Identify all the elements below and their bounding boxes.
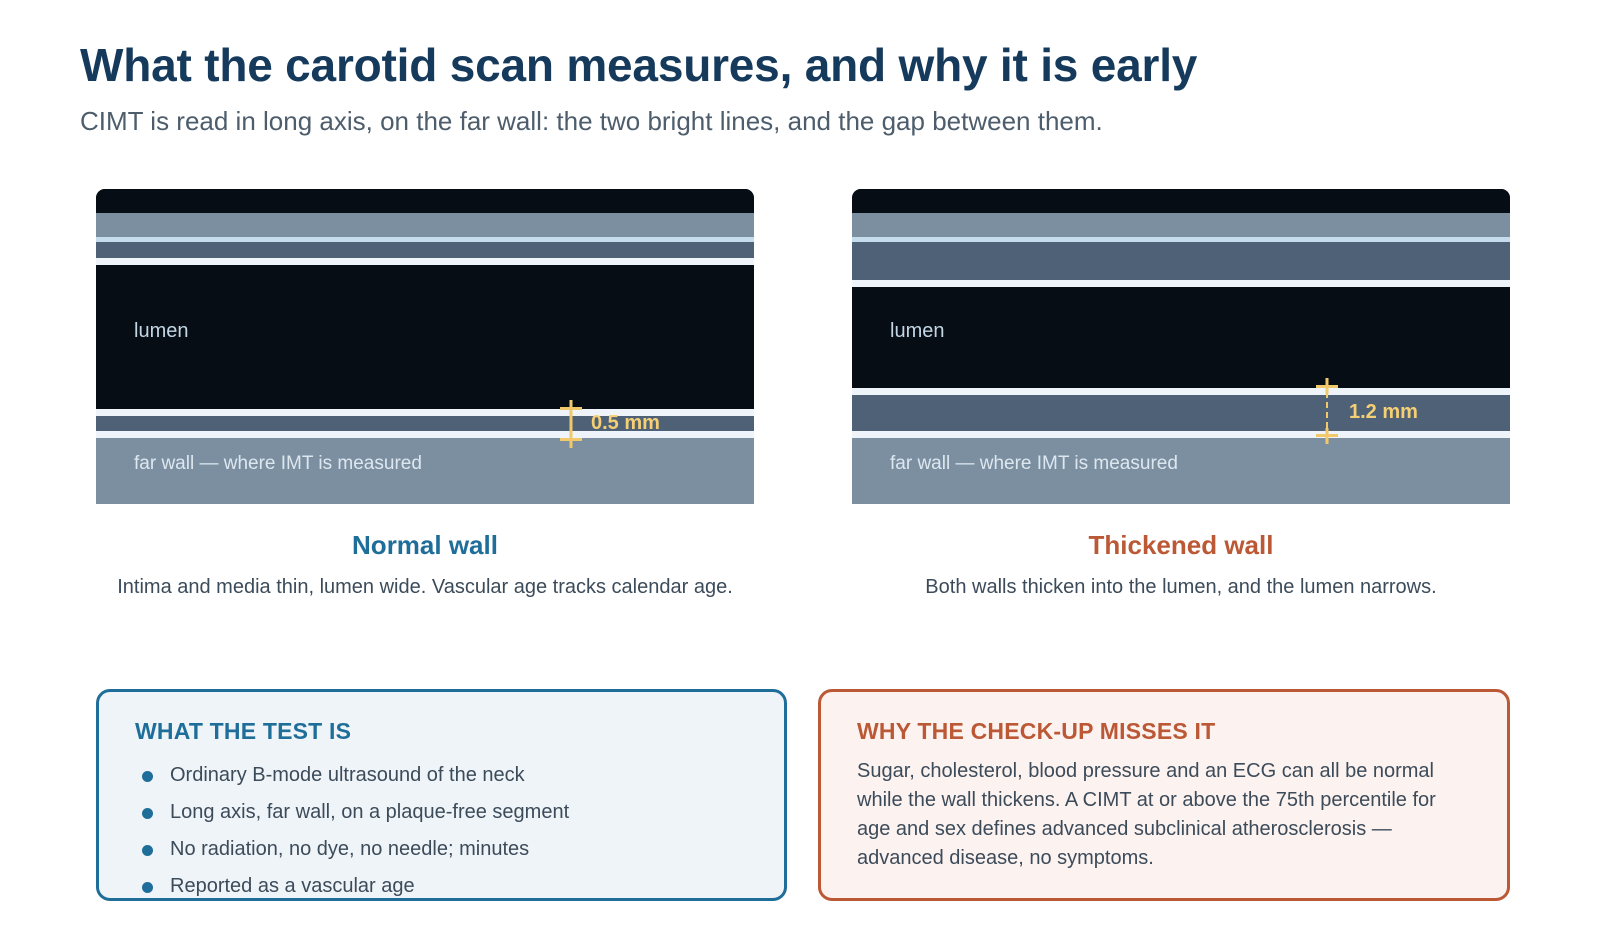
far-wall-media bbox=[96, 416, 754, 431]
far-wall-media bbox=[852, 395, 1510, 431]
bullet-icon bbox=[142, 845, 153, 856]
near-wall-media bbox=[96, 242, 754, 258]
caliper-dashed-line bbox=[1326, 392, 1328, 428]
caliper-bottom-cross bbox=[569, 432, 573, 448]
bullet-icon bbox=[142, 882, 153, 893]
why-checkup-misses-box: WHY THE CHECK-UP MISSES IT Sugar, choles… bbox=[818, 689, 1510, 901]
thickened-scan-image: lumen far wall — where IMT is measured 1… bbox=[852, 189, 1510, 504]
bullet-icon bbox=[142, 808, 153, 819]
list-item: Long axis, far wall, on a plaque-free se… bbox=[135, 794, 748, 831]
miss-box-text: Sugar, cholesterol, blood pressure and a… bbox=[857, 760, 1436, 869]
near-wall-media bbox=[852, 242, 1510, 280]
caliper-top-tick bbox=[560, 407, 582, 410]
far-wall-tissue bbox=[96, 438, 754, 504]
far-wall-label: far wall — where IMT is measured bbox=[134, 453, 422, 474]
miss-box-heading: WHY THE CHECK-UP MISSES IT bbox=[857, 718, 1216, 744]
normal-wall-panel: lumen far wall — where IMT is measured 0… bbox=[96, 189, 754, 602]
caliper-bottom-cross bbox=[1325, 428, 1329, 444]
page-subtitle: CIMT is read in long axis, on the far wa… bbox=[80, 106, 1103, 136]
lumen-label: lumen bbox=[890, 320, 945, 342]
list-item-text: Ordinary B-mode ultrasound of the neck bbox=[170, 764, 525, 786]
list-item: Reported as a vascular age bbox=[135, 868, 748, 905]
what-the-test-is-box: WHAT THE TEST IS Ordinary B-mode ultraso… bbox=[96, 689, 787, 901]
normal-measurement: 0.5 mm bbox=[591, 412, 660, 434]
far-wall-intima bbox=[96, 409, 754, 416]
bullet-icon bbox=[142, 771, 153, 782]
list-item: No radiation, no dye, no needle; minutes bbox=[135, 831, 748, 868]
scan-top-dark bbox=[96, 189, 754, 213]
lumen-label: lumen bbox=[134, 320, 189, 342]
list-item-text: No radiation, no dye, no needle; minutes bbox=[170, 838, 530, 860]
list-item-text: Reported as a vascular age bbox=[170, 875, 415, 897]
normal-scan-image: lumen far wall — where IMT is measured 0… bbox=[96, 189, 754, 504]
thickened-wall-panel: lumen far wall — where IMT is measured 1… bbox=[852, 189, 1510, 602]
far-wall-tissue bbox=[852, 438, 1510, 504]
far-wall-adventitia-line bbox=[96, 431, 754, 438]
thickened-wall-title: Thickened wall bbox=[1088, 530, 1274, 560]
scan-tissue-band bbox=[852, 213, 1510, 237]
scan-top-dark bbox=[852, 189, 1510, 213]
near-wall-intima bbox=[852, 280, 1510, 287]
test-box-heading: WHAT THE TEST IS bbox=[135, 718, 352, 744]
thickened-caliper bbox=[1314, 378, 1340, 446]
test-box-list: Ordinary B-mode ultrasound of the neck L… bbox=[135, 757, 748, 905]
far-wall-label: far wall — where IMT is measured bbox=[890, 453, 1178, 474]
list-item: Ordinary B-mode ultrasound of the neck bbox=[135, 757, 748, 794]
normal-wall-title: Normal wall bbox=[352, 530, 498, 560]
far-wall-intima bbox=[852, 388, 1510, 395]
page-title: What the carotid scan measures, and why … bbox=[80, 39, 1198, 91]
near-wall-intima bbox=[96, 258, 754, 265]
normal-caliper bbox=[558, 400, 584, 448]
caliper-line bbox=[569, 414, 573, 434]
lumen-region bbox=[96, 265, 754, 409]
caliper-top-tick bbox=[1316, 385, 1338, 388]
lumen-region bbox=[852, 287, 1510, 388]
scan-glow-line bbox=[852, 237, 1510, 242]
scan-glow-line bbox=[96, 237, 754, 242]
thickened-measurement: 1.2 mm bbox=[1349, 401, 1418, 423]
thickened-wall-description: Both walls thicken into the lumen, and t… bbox=[925, 576, 1437, 598]
normal-wall-description: Intima and media thin, lumen wide. Vascu… bbox=[117, 576, 733, 598]
far-wall-adventitia-line bbox=[852, 431, 1510, 438]
list-item-text: Long axis, far wall, on a plaque-free se… bbox=[170, 801, 570, 823]
scan-tissue-band bbox=[96, 213, 754, 237]
